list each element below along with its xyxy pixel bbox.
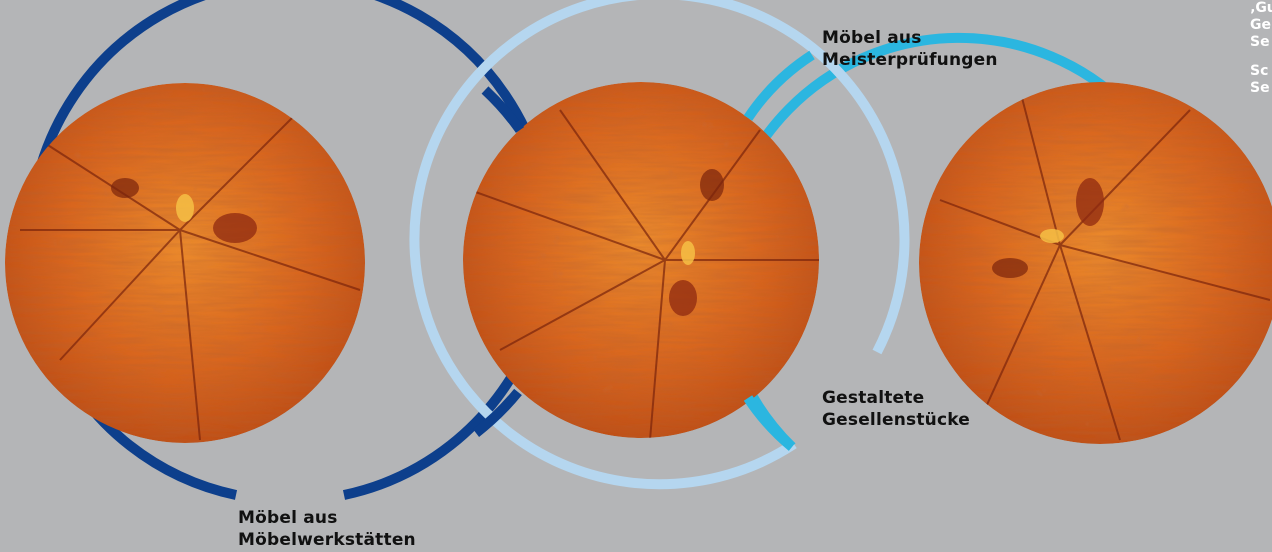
side-text-clipped: ‚Gu Ge Se Sc Se — [1250, 0, 1272, 97]
label-line: Meisterprüfungen — [822, 49, 998, 71]
wood-cross-section-1-icon — [5, 83, 365, 443]
wood-cross-section-3-icon — [919, 82, 1272, 444]
label-line: Möbel aus — [238, 507, 416, 529]
label-line: Gesellenstücke — [822, 409, 970, 431]
side-text-line: Ge — [1250, 17, 1272, 34]
label-gesellenstuecke: Gestaltete Gesellenstücke — [822, 387, 970, 431]
label-line: Möbel aus — [822, 27, 998, 49]
side-text-line: Se — [1250, 34, 1272, 51]
side-text-line: Se — [1250, 80, 1272, 97]
side-text-line: ‚Gu — [1250, 0, 1272, 17]
wood-cross-section-2-icon — [463, 82, 820, 440]
label-moebel-werkstaetten: Möbel aus Möbelwerkstätten — [238, 507, 416, 551]
side-text-line: Sc — [1250, 63, 1272, 80]
label-meisterpruefungen: Möbel aus Meisterprüfungen — [822, 27, 998, 71]
label-line: Möbelwerkstätten — [238, 529, 416, 551]
label-line: Gestaltete — [822, 387, 970, 409]
